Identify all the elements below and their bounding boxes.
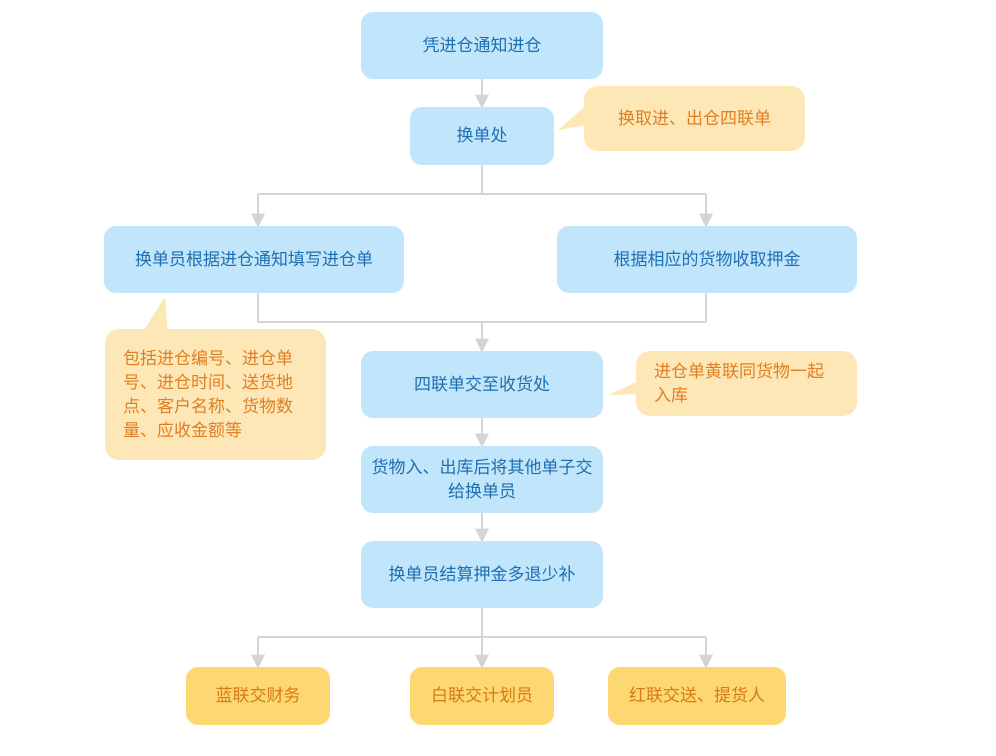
white-copy-label: 白联交计划员	[431, 686, 533, 706]
exchange-office-node: 换单处	[410, 107, 554, 165]
blue-copy-label: 蓝联交财务	[215, 686, 301, 706]
white-copy-node: 白联交计划员	[410, 667, 554, 725]
after-in-out-label: 货物入、出库后将其他单子交给换单员	[371, 457, 593, 502]
collect-deposit-node: 根据相应的货物收取押金	[557, 226, 857, 293]
callout-tail-exchange-note	[558, 103, 592, 130]
collect-deposit-label: 根据相应的货物收取押金	[613, 249, 801, 270]
fill-form-label: 换单员根据进仓通知填写进仓单	[135, 249, 373, 270]
settle-deposit-label: 换单员结算押金多退少补	[388, 564, 576, 585]
red-copy-label: 红联交送、提货人	[629, 686, 765, 706]
start-node: 凭进仓通知进仓	[361, 12, 603, 79]
callout-tail-form-contents	[142, 297, 168, 333]
four-copy-handover-label: 四联单交至收货处	[414, 374, 550, 395]
form-contents-callout: 包括进仓编号、进仓单号、进仓时间、送货地点、客户名称、货物数量、应收金额等	[105, 329, 326, 460]
exchange-note-text: 换取进、出仓四联单	[618, 108, 771, 129]
start-node-label: 凭进仓通知进仓	[422, 35, 542, 56]
exchange-note-callout: 换取进、出仓四联单	[584, 86, 805, 151]
four-copy-handover-node: 四联单交至收货处	[361, 351, 603, 418]
callout-tail-yellow-copy	[608, 380, 641, 395]
after-in-out-node: 货物入、出库后将其他单子交给换单员	[361, 446, 603, 513]
blue-copy-node: 蓝联交财务	[186, 667, 330, 725]
yellow-copy-text: 进仓单黄联同货物一起入库	[654, 361, 824, 406]
red-copy-node: 红联交送、提货人	[608, 667, 786, 725]
exchange-office-label: 换单处	[456, 126, 508, 146]
form-contents-text: 包括进仓编号、进仓单号、进仓时间、送货地点、客户名称、货物数量、应收金额等	[123, 348, 293, 441]
fill-form-node: 换单员根据进仓通知填写进仓单	[104, 226, 404, 293]
yellow-copy-callout: 进仓单黄联同货物一起入库	[636, 351, 857, 416]
settle-deposit-node: 换单员结算押金多退少补	[361, 541, 603, 608]
